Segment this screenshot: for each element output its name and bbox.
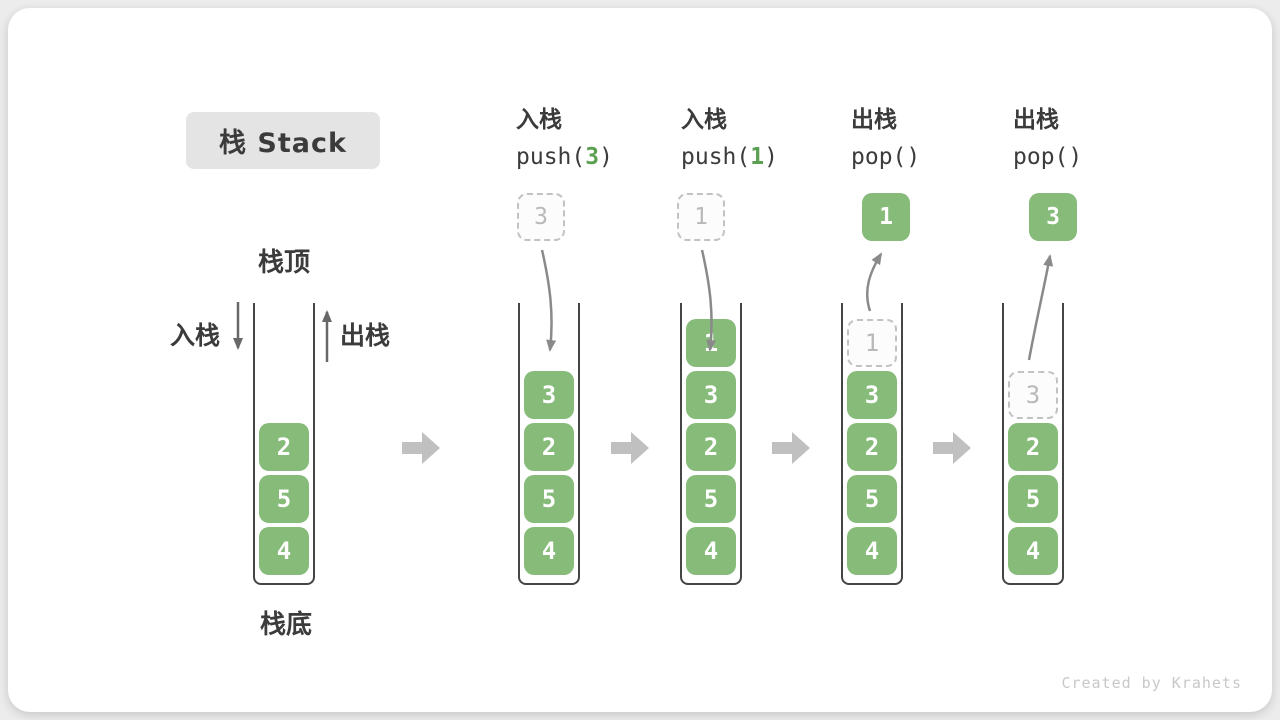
stack-cell-4: 4: [686, 527, 736, 575]
stack-cell-2: 2: [1008, 423, 1058, 471]
code-suffix: ): [599, 144, 613, 170]
stack-cell-5: 5: [1008, 475, 1058, 523]
flow-arrow-icon: [611, 432, 649, 464]
op-zh-label: 入栈: [681, 107, 727, 133]
stack-cell-ghost-1: 1: [847, 319, 897, 367]
stack-cell-3: 3: [686, 371, 736, 419]
diagram-title: 栈 Stack: [186, 112, 380, 169]
code-prefix: pop(: [1013, 144, 1069, 170]
stack-cell-4: 4: [1008, 527, 1058, 575]
stack-cell-5: 5: [524, 475, 574, 523]
stack-cell-5: 5: [847, 475, 897, 523]
flow-arrow-icon: [402, 432, 440, 464]
op-code: pop(): [1013, 143, 1082, 171]
pending-element-3: 3: [517, 193, 565, 241]
code-prefix: push(: [516, 144, 586, 170]
stack-cell-5: 5: [259, 475, 309, 523]
stack-cell-4: 4: [847, 527, 897, 575]
code-prefix: push(: [681, 144, 751, 170]
op-zh-label: 出栈: [851, 107, 897, 133]
popped-element-3: 3: [1029, 193, 1077, 241]
stack-cell-1: 1: [686, 319, 736, 367]
code-arg: 1: [750, 144, 765, 170]
stack-cell-3: 3: [524, 371, 574, 419]
flow-arrow-icon: [933, 432, 971, 464]
stack-cell-ghost-3: 3: [1008, 371, 1058, 419]
stack-cell-2: 2: [847, 423, 897, 471]
op-label-pop-second: 出栈 pop(): [1013, 106, 1082, 171]
stack-bottom-label: 栈底: [259, 610, 312, 640]
pop-direction-label: 出栈: [340, 321, 391, 350]
pending-element-1: 1: [677, 193, 725, 241]
op-code: push(3): [516, 143, 613, 171]
stack-cell-2: 2: [259, 423, 309, 471]
stack-top-label: 栈顶: [257, 248, 310, 278]
stack-cell-5: 5: [686, 475, 736, 523]
flow-arrow-icon: [772, 432, 810, 464]
stack-cell-4: 4: [524, 527, 574, 575]
code-arg: 3: [585, 144, 600, 170]
diagram-title-text: 栈 Stack: [219, 128, 347, 159]
op-label-push-1: 入栈 push(1): [681, 106, 778, 171]
code-suffix: ): [906, 144, 921, 170]
stack-cell-2: 2: [686, 423, 736, 471]
popped-element-1: 1: [862, 193, 910, 241]
op-zh-label: 出栈: [1013, 107, 1059, 133]
push-direction-label: 入栈: [170, 321, 221, 350]
stack-cell-2: 2: [524, 423, 574, 471]
op-zh-label: 入栈: [516, 107, 562, 133]
op-label-push-3: 入栈 push(3): [516, 106, 613, 171]
code-suffix: ): [764, 144, 778, 170]
code-prefix: pop(: [851, 144, 907, 170]
op-code: pop(): [851, 143, 920, 171]
watermark: Created by Krahets: [1061, 674, 1242, 692]
code-suffix: ): [1068, 144, 1083, 170]
stack-cell-4: 4: [259, 527, 309, 575]
op-label-pop-first: 出栈 pop(): [851, 106, 920, 171]
stack-cell-3: 3: [847, 371, 897, 419]
op-code: push(1): [681, 143, 778, 171]
